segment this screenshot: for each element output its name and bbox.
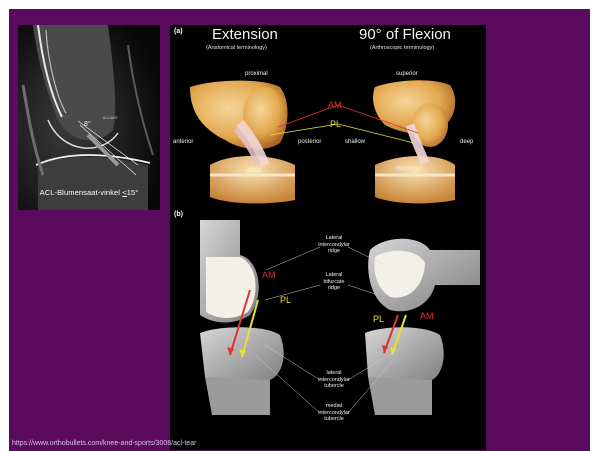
panel-a-label: (a) bbox=[174, 28, 183, 35]
mri-image: 8° ACL/ANT ACL-Blumensaat-vinkel <15° bbox=[18, 25, 160, 210]
label-am-bundle-b-left: AM bbox=[262, 270, 276, 280]
mri-drawing bbox=[18, 25, 160, 210]
mri-caption: ACL-Blumensaat-vinkel <15° bbox=[18, 188, 160, 197]
label-pl-bundle-a: PL bbox=[330, 119, 341, 129]
flexion-subtitle: (Arthroscopic terminology) bbox=[370, 45, 434, 51]
label-pl-bundle-b-right: PL bbox=[373, 314, 384, 324]
panel-b-label: (b) bbox=[174, 211, 183, 218]
flexion-title: 90° of Flexion bbox=[359, 26, 451, 43]
label-am-bundle-b-right: AM bbox=[420, 311, 434, 321]
extension-title: Extension bbox=[212, 26, 278, 43]
source-url[interactable]: https://www.orthobullets.com/knee-and-sp… bbox=[12, 440, 196, 447]
label-am-bundle-a: AM bbox=[328, 100, 342, 110]
label-pl-bundle-b-left: PL bbox=[280, 295, 291, 305]
label-distal: distal bbox=[247, 168, 261, 174]
label-superior: superior bbox=[396, 71, 418, 77]
mri-tag-label: ACL/ANT bbox=[103, 116, 118, 120]
label-lateral-bifurcate-ridge: Lateral bifurcate ridge bbox=[304, 272, 364, 292]
label-proximal: proximal bbox=[245, 71, 268, 77]
label-medial-intercondylar-tubercle: medial intercondylar tubercle bbox=[304, 403, 364, 423]
mri-caption-suffix: 15° bbox=[127, 188, 139, 197]
acl-figure: (a) (b) Extension (Anatomical terminolog… bbox=[170, 25, 486, 450]
label-posterior: posterior bbox=[298, 139, 321, 145]
mri-caption-prefix: ACL-Blumensaat-vinkel bbox=[40, 188, 123, 197]
label-lateral-intercondylar-ridge: Lateral intercondylar ridge bbox=[304, 235, 364, 255]
label-lateral-intercondylar-tubercle: lateral intercondylar tubercle bbox=[304, 370, 364, 390]
mri-angle-label: 8° bbox=[84, 121, 91, 128]
label-anterior: anterior bbox=[173, 139, 193, 145]
label-shallow: shallow bbox=[345, 139, 365, 145]
label-deep: deep bbox=[460, 139, 473, 145]
extension-subtitle: (Anatomical terminology) bbox=[206, 45, 267, 51]
label-inferior: inferior bbox=[396, 166, 414, 172]
